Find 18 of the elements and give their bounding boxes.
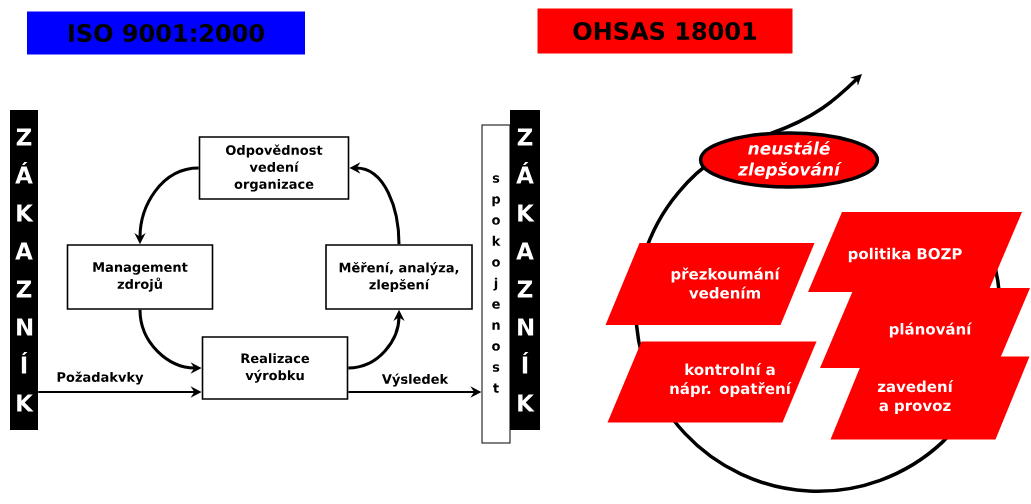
vertical-box: s p o k o j e n o s t xyxy=(481,124,511,444)
edge-label: Požadakvky xyxy=(55,370,145,386)
title-box: OHSAS 18001 xyxy=(537,8,793,54)
parallelogram-box: přezkoumání vedením xyxy=(605,243,815,325)
parallelogram-box: politika BOZP xyxy=(808,212,1022,292)
node-label: politika BOZP xyxy=(848,247,962,263)
process-box: Management zdrojů xyxy=(66,244,214,310)
process-box: Realizace výrobku xyxy=(201,336,349,400)
vertical-bar: Z Á K A Z N Í K xyxy=(10,110,38,430)
node-label: plánování xyxy=(889,322,973,338)
vertical-bar: Z Á K A Z N Í K xyxy=(510,110,540,430)
process-box: Odpovědnost vedení organizace xyxy=(198,136,350,200)
parallelogram-box: zavedení a provoz xyxy=(830,356,1030,440)
parallelogram-box: kontrolní a nápr. opatření xyxy=(607,341,817,423)
node-label: zavedení a provoz xyxy=(877,379,954,415)
title-box: ISO 9001:2000 xyxy=(27,11,305,55)
process-box: Měření, analýza, zlepšení xyxy=(325,244,473,310)
edge-label: Výsledek xyxy=(380,372,450,388)
